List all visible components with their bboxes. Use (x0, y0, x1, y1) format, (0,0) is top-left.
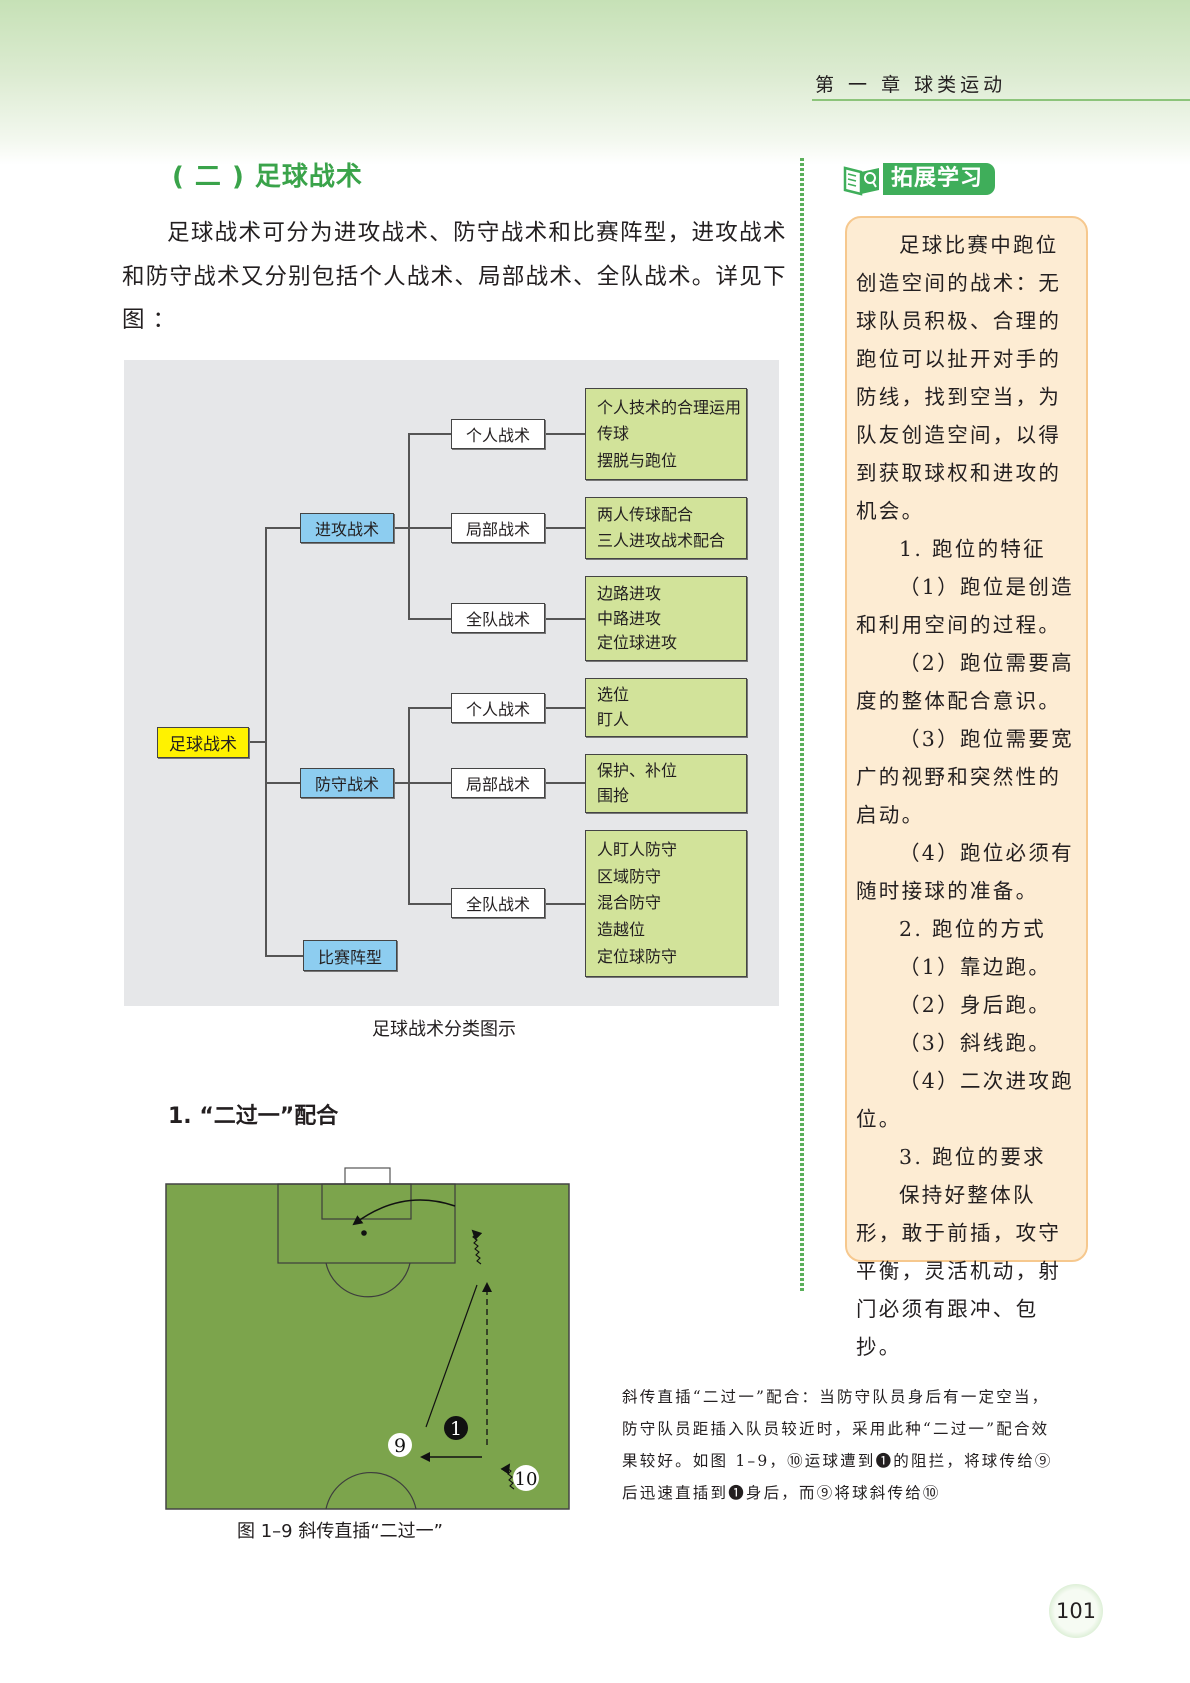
intro-paragraph: 足球战术可分为进攻战术、防守战术和比赛阵型，进攻战术和防守战术又分别包括个人战术… (122, 220, 786, 333)
leaf-item: 盯人 (597, 709, 630, 729)
node-root: 足球战术 (157, 727, 249, 758)
leaf-item: 定位球防守 (597, 947, 678, 967)
player-9-label: 9 (394, 1435, 406, 1457)
leaf-item: 定位球进攻 (597, 633, 678, 653)
leaf-defense-individual: 选位 盯人 (585, 678, 747, 737)
node-attack-individual: 个人战术 (451, 419, 545, 449)
goal-area (321, 1183, 412, 1220)
pitch (165, 1183, 570, 1510)
sidebar-paragraph: 足球比赛中跑位创造空间的战术：无球队员积极、合理的跑位可以扯开对手的防线，找到空… (856, 233, 1062, 523)
sidebar-paragraph: （2）身后跑。 (899, 993, 1052, 1017)
sidebar-paragraph: （1）靠边跑。 (899, 955, 1052, 979)
connector (544, 707, 585, 709)
connector (544, 903, 585, 905)
chapter-title: 第 一 章 球类运动 (815, 74, 1007, 96)
player-10-label: 10 (515, 1469, 538, 1490)
sidebar-paragraph: （1）跑位是创造和利用空间的过程。 (856, 575, 1074, 637)
leaf-item: 摆脱与跑位 (597, 450, 678, 470)
node-defense-partial: 局部战术 (451, 768, 545, 798)
sidebar-paragraph: （3）跑位需要宽广的视野和突然性的启动。 (856, 727, 1074, 827)
sidebar-paragraph: （4）跑位必须有随时接球的准备。 (856, 841, 1074, 903)
leaf-attack-partial: 两人传球配合 三人进攻战术配合 (585, 497, 747, 559)
sidebar-paragraph: （4）二次进攻跑位。 (856, 1069, 1074, 1131)
connector (265, 527, 267, 956)
diagram-caption: 足球战术分类图示 (372, 1019, 516, 1040)
sidebar-heading: 3. 跑位的要求 (899, 1145, 1046, 1169)
connector (265, 782, 300, 784)
book-magnifier-icon (843, 166, 879, 196)
connector (544, 782, 585, 784)
leaf-item: 混合防守 (597, 893, 662, 913)
field-caption: 图 1–9 斜传直插“二过一” (237, 1521, 443, 1542)
penalty-spot (361, 1230, 367, 1236)
leaf-defense-partial: 保护、补位 围抢 (585, 754, 747, 813)
connector (408, 903, 451, 905)
cross-arrow (352, 1199, 456, 1226)
header-background (0, 0, 1190, 165)
connector (544, 618, 585, 620)
connector (408, 433, 451, 435)
tactics-diagram: 足球战术 进攻战术 防守战术 比赛阵型 个人战术 局部战术 全队战术 个人战术 … (124, 360, 779, 1006)
connector (265, 527, 300, 529)
connector (393, 782, 451, 784)
connector (408, 618, 451, 620)
leaf-item: 保护、补位 (597, 761, 678, 781)
field-description: 斜传直插“二过一”配合：当防守队员身后有一定空当，防守队员距插入队员较近时，采用… (622, 1388, 1053, 1502)
badge-label: 拓展学习 (883, 163, 996, 195)
leaf-item: 两人传球配合 (597, 505, 694, 525)
connector (408, 707, 451, 709)
sidebar-paragraph: （2）跑位需要高度的整体配合意识。 (856, 651, 1074, 713)
section-title: ( 二 ) 足球战术 (172, 162, 363, 192)
sidebar-heading: 1. 跑位的特征 (899, 537, 1046, 561)
connector (408, 707, 410, 904)
leaf-item: 个人技术的合理运用 (597, 397, 742, 417)
extension-badge: 拓展学习 (843, 162, 996, 196)
chapter-rule (812, 99, 1190, 101)
node-attack: 进攻战术 (300, 513, 394, 543)
node-defense-team: 全队战术 (451, 888, 545, 918)
leaf-item: 围抢 (597, 785, 630, 805)
player-1-marker (444, 1416, 468, 1440)
connector (393, 527, 451, 529)
through-pass-line (425, 1284, 478, 1428)
dribble-path (500, 1463, 515, 1490)
field-svg: 9 1 10 (165, 1167, 570, 1510)
node-defense-individual: 个人战术 (451, 693, 545, 723)
extension-sidebar: 足球比赛中跑位创造空间的战术：无球队员积极、合理的跑位可以扯开对手的防线，找到空… (845, 216, 1088, 1359)
connector (408, 433, 410, 619)
leaf-item: 人盯人防守 (597, 839, 678, 859)
node-attack-partial: 局部战术 (451, 513, 545, 543)
player-9-marker (388, 1433, 412, 1457)
leaf-item: 选位 (597, 685, 630, 705)
sidebar-paragraph: （3）斜线跑。 (899, 1031, 1052, 1055)
leaf-item: 传球 (597, 424, 630, 443)
leaf-item: 三人进攻战术配合 (597, 530, 726, 550)
leaf-item: 边路进攻 (597, 583, 662, 603)
leaf-attack-team: 边路进攻 中路进攻 定位球进攻 (585, 576, 747, 661)
connector (265, 955, 303, 957)
leaf-defense-team: 人盯人防守 区域防守 混合防守 造越位 定位球防守 (585, 830, 747, 977)
penalty-arc (325, 1262, 411, 1298)
leaf-attack-individual: 个人技术的合理运用 传球 摆脱与跑位 (585, 388, 747, 480)
node-formation: 比赛阵型 (303, 940, 397, 971)
column-divider (800, 158, 804, 1292)
node-attack-team: 全队战术 (451, 603, 545, 633)
node-defense: 防守战术 (300, 768, 394, 798)
sidebar-paragraph: 保持好整体队形，敢于前插，攻守平衡，灵活机动，射门必须有跟冲、包抄。 (856, 1183, 1062, 1359)
player-1-label: 1 (450, 1418, 462, 1440)
leaf-item: 中路进攻 (597, 608, 662, 628)
page-number: 101 (1049, 1584, 1103, 1638)
dribble-path (471, 1229, 483, 1265)
leaf-item: 造越位 (597, 920, 646, 940)
goal (344, 1167, 391, 1185)
connector (544, 527, 585, 529)
center-arc (325, 1472, 417, 1510)
sidebar-heading: 2. 跑位的方式 (899, 917, 1046, 941)
leaf-item: 区域防守 (597, 866, 662, 886)
subsection-title: 1. “二过一”配合 (168, 1104, 339, 1129)
field-figure: 9 1 10 (150, 1160, 590, 1520)
connector (248, 741, 265, 743)
player-10-marker (513, 1465, 539, 1491)
connector (544, 433, 585, 435)
